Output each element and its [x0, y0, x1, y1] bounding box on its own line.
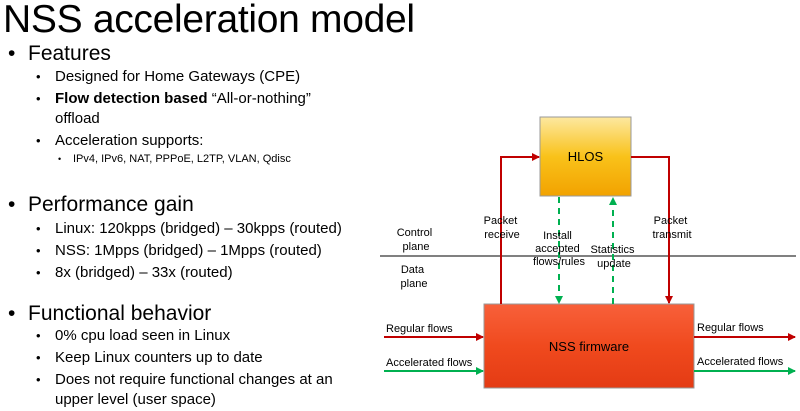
data-plane-label: Data plane	[401, 264, 428, 290]
bullet-icon: •	[58, 154, 62, 164]
packet-transmit-label: Packet transmit	[652, 215, 691, 241]
packet-transmit-arrow	[631, 156, 673, 304]
bullet-icon: •	[36, 328, 41, 343]
nss-firmware-box	[483, 303, 695, 389]
nss-firmware-label: NSS firmware	[549, 339, 629, 354]
bullet-icon: •	[36, 350, 41, 365]
accelerated-flows-in-label: Accelerated flows	[386, 357, 473, 369]
bullet-icon: •	[36, 221, 41, 236]
bullet-icon: •	[36, 372, 41, 387]
bullet-icon: •	[8, 302, 16, 325]
packet-receive-arrow	[500, 153, 540, 304]
bullet-icon: •	[8, 42, 16, 65]
bullet-icon: •	[36, 69, 41, 84]
packet-receive-label: Packet receive	[484, 215, 521, 241]
hlos-box	[539, 116, 632, 197]
slide-title: NSS acceleration model	[3, 0, 415, 41]
bullet-icon: •	[36, 265, 41, 280]
bullet-icon: •	[36, 243, 41, 258]
bullet-icon: •	[8, 193, 16, 216]
hlos-label: HLOS	[568, 149, 604, 164]
control-plane-label: Control plane	[397, 227, 436, 253]
regular-flows-out-label: Regular flows	[697, 322, 764, 334]
bullet-icon: •	[36, 133, 41, 148]
bullet-icon: •	[36, 91, 41, 106]
regular-flows-in-label: Regular flows	[386, 323, 453, 335]
accelerated-flows-out-label: Accelerated flows	[697, 356, 784, 368]
install-rules-label: Install accepted flows/rules	[533, 230, 585, 268]
statistics-update-label: Statistics update	[590, 244, 637, 270]
